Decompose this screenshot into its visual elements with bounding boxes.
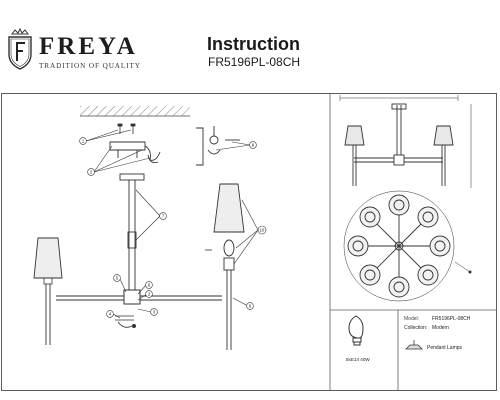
callout-1: 1 [79, 137, 87, 145]
lamp-spec: 8xE14 40W [346, 357, 370, 362]
front-view [339, 95, 472, 188]
callout-2: 2 [87, 168, 95, 176]
svg-text:2: 2 [90, 170, 93, 175]
callout-5: 5 [113, 274, 121, 282]
svg-text:4: 4 [109, 312, 112, 317]
instruction-frame [1, 93, 497, 391]
svg-text:1: 1 [82, 139, 85, 144]
svg-text:3: 3 [153, 310, 156, 315]
bulb-icon [348, 315, 364, 346]
svg-text:5: 5 [116, 276, 119, 281]
svg-text:2: 2 [148, 292, 151, 297]
callout-8: 8 [249, 141, 257, 149]
callout-4: 4 [106, 310, 114, 318]
svg-text:7: 7 [162, 214, 165, 219]
spec-collection-label: Collection: [404, 325, 428, 331]
callout-9: 9 [145, 281, 153, 289]
freya-crest-icon [6, 28, 34, 70]
ceiling-hatch [80, 106, 190, 117]
page-title: Instruction [207, 34, 300, 54]
callout-3: 3 [150, 308, 158, 316]
lamp-arms [45, 270, 232, 350]
canopy [119, 173, 145, 181]
callout-7: 7 [159, 212, 167, 220]
svg-text:10: 10 [260, 228, 265, 233]
spec-model-row: Model: [404, 316, 419, 322]
mounting-bracket [109, 141, 161, 164]
svg-text:6: 6 [249, 304, 252, 309]
callout-6: 6 [246, 302, 254, 310]
pendant-lamp-icon [405, 340, 423, 350]
hub-body [123, 289, 141, 305]
connector-detail [196, 126, 240, 166]
leader-lines [85, 129, 259, 319]
shade-left [33, 237, 63, 285]
top-view-shades [347, 194, 451, 298]
spec-type-value: Pendant Lamps [427, 345, 463, 351]
callout-2b: 2 [145, 290, 153, 298]
dimension-line [454, 261, 471, 273]
brand-tagline: TRADITION OF QUALITY [39, 62, 141, 70]
spec-collection-value: Modern [432, 325, 449, 331]
svg-text:9: 9 [148, 283, 151, 288]
spec-model-value: FR5196PL-08CH [432, 316, 471, 322]
svg-text:8: 8 [252, 143, 255, 148]
brand-name: FREYA [39, 33, 138, 60]
model-number: FR5196PL-08CH [208, 55, 301, 69]
callout-10: 10 [257, 225, 267, 235]
wire-connector [115, 249, 212, 328]
shade-right [213, 183, 245, 271]
dimension-dot [468, 270, 472, 274]
spec-model-label: Model: [404, 316, 420, 322]
mounting-screws [117, 123, 136, 134]
